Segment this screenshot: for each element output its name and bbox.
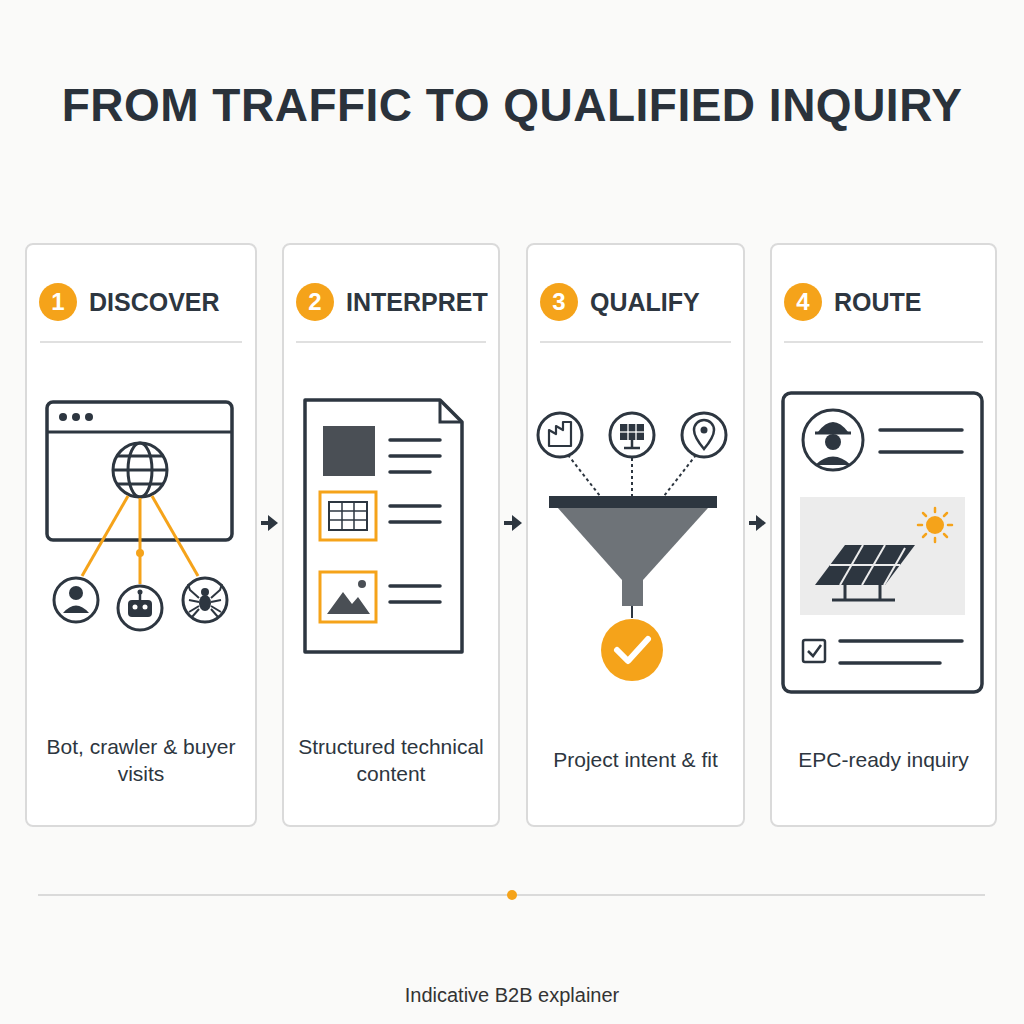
route-icon <box>783 393 982 692</box>
step-number-text: 4 <box>796 288 809 316</box>
title: FROM TRAFFIC TO QUALIFIED INQUIRY <box>0 78 1024 132</box>
dividers <box>40 341 983 343</box>
step-caption-box: EPC-ready inquiry <box>772 715 995 805</box>
step-card: INTERPRET Structured technical content 2 <box>282 243 500 827</box>
step-heading: QUALIFY <box>590 288 700 317</box>
step-caption: EPC-ready inquiry <box>798 746 968 773</box>
step-card: DISCOVER Bot, crawler & buyer visits 1 <box>25 243 257 827</box>
step-number-text: 3 <box>552 288 565 316</box>
step-number: 3 <box>540 283 578 321</box>
step-caption: Structured technical content <box>296 733 486 788</box>
step-number: 2 <box>296 283 334 321</box>
step-heading: ROUTE <box>834 288 922 317</box>
flow-arrow <box>749 515 766 531</box>
caption: Indicative B2B explainer <box>0 984 1024 1007</box>
step-card: ROUTE EPC-ready inquiry 4 <box>770 243 997 827</box>
step-heading: INTERPRET <box>346 288 488 317</box>
flow-arrow <box>261 515 278 531</box>
discover-icon <box>47 402 232 630</box>
step-caption: Project intent & fit <box>553 746 718 773</box>
qualify-icon <box>538 413 726 681</box>
flow-arrow <box>504 515 522 531</box>
step-caption-box: Structured technical content <box>284 715 498 805</box>
step-number: 4 <box>784 283 822 321</box>
step-caption-box: Project intent & fit <box>528 715 743 805</box>
step-caption-box: Bot, crawler & buyer visits <box>27 715 255 805</box>
step-number: 1 <box>39 283 77 321</box>
step-number-text: 1 <box>51 288 64 316</box>
card-fills <box>25 243 997 827</box>
interpret-icon <box>305 400 462 652</box>
step-card: QUALIFY Project intent & fit 3 <box>526 243 745 827</box>
step-number-text: 2 <box>308 288 321 316</box>
footer-dot <box>507 890 517 900</box>
step-caption: Bot, crawler & buyer visits <box>46 733 236 788</box>
step-heading: DISCOVER <box>89 288 220 317</box>
